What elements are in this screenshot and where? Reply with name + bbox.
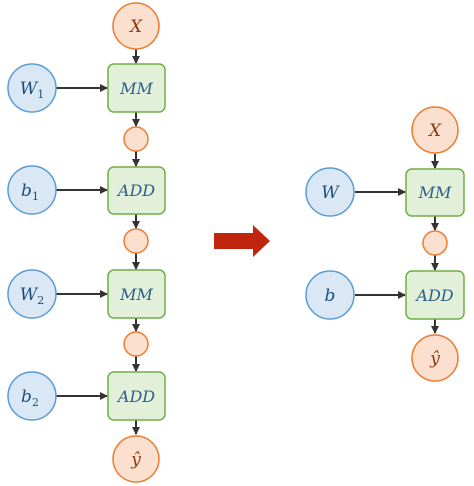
param-b2-subscript: 2 <box>32 396 39 409</box>
right-arrow-icon <box>214 225 270 257</box>
param-b2-label: b2 <box>21 387 39 409</box>
param-w1-name: W <box>20 79 39 99</box>
output-yhat-node <box>112 435 160 483</box>
param-w1-label: W1 <box>20 79 44 101</box>
input-x-label: X <box>128 17 143 37</box>
right-intermediate-node <box>422 230 448 256</box>
op-add1-box <box>107 166 166 215</box>
intermediate-node-3 <box>123 331 149 357</box>
right-output-yhat-node <box>411 334 459 382</box>
right-op-add-label: ADD <box>414 286 453 305</box>
param-w2-name: W <box>20 285 39 305</box>
op-mm1-label: MM <box>119 79 153 98</box>
input-x-node <box>112 2 160 50</box>
left-graph: X MM W1 ADD b1 MM W2 ADD b2 ŷ <box>7 2 166 483</box>
right-op-mm-box <box>405 168 465 217</box>
right-param-b-label: b <box>325 286 336 306</box>
right-param-w-node <box>305 167 355 217</box>
output-yhat-label: ŷ <box>130 450 141 470</box>
param-b2-name: b <box>21 387 32 407</box>
right-op-add-box <box>405 270 465 320</box>
param-b1-name: b <box>21 181 32 201</box>
right-param-w-label: W <box>321 183 340 203</box>
param-w2-node <box>7 269 57 319</box>
op-mm2-label: MM <box>119 285 153 304</box>
param-w2-label: W2 <box>20 285 44 307</box>
op-mm1-box <box>107 63 166 113</box>
right-input-x-label: X <box>427 121 442 141</box>
right-op-mm-label: MM <box>418 183 452 202</box>
param-b1-node <box>7 165 57 215</box>
right-param-b-node <box>305 270 355 320</box>
right-input-x-node <box>411 106 459 154</box>
op-add2-box <box>107 371 166 421</box>
param-w1-node <box>7 63 57 113</box>
right-output-yhat-label: ŷ <box>429 349 440 369</box>
param-b1-subscript: 1 <box>32 190 39 203</box>
right-graph: X MM W ADD b ŷ <box>305 106 465 382</box>
op-add2-label: ADD <box>116 387 155 406</box>
param-b1-label: b1 <box>21 181 39 203</box>
op-add1-label: ADD <box>116 181 155 200</box>
op-mm2-box <box>107 269 166 319</box>
param-w2-subscript: 2 <box>37 294 44 307</box>
intermediate-node-2 <box>123 228 149 254</box>
intermediate-node-1 <box>123 126 149 152</box>
param-w1-subscript: 1 <box>37 88 44 101</box>
param-b2-node <box>7 371 57 421</box>
